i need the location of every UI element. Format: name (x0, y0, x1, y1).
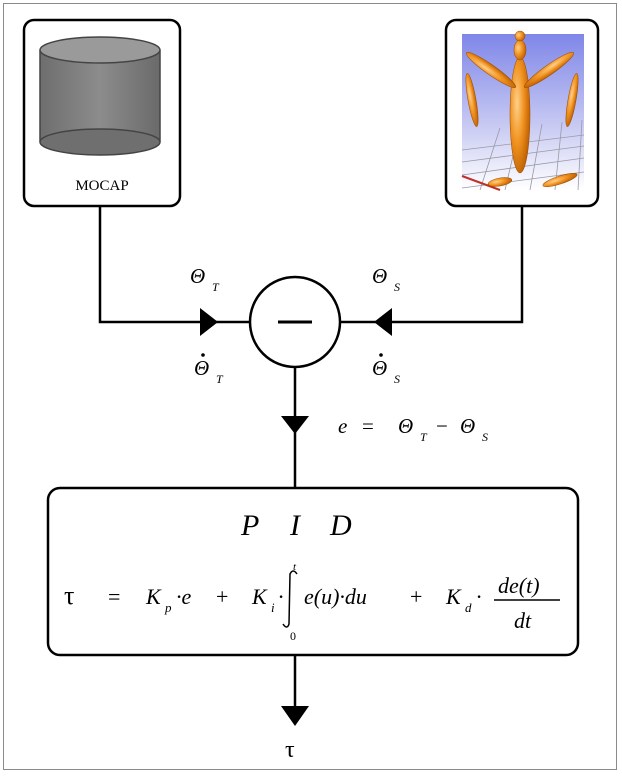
arrow-down-icon (281, 416, 309, 434)
theta-s-labels: Θ S Θ S (372, 264, 400, 386)
pid-frac-den: dt (514, 608, 532, 633)
pid-int-upper: t (293, 561, 297, 573)
theta-t: Θ (190, 264, 205, 288)
theta-t-dot: Θ (194, 356, 209, 380)
arrow-right-icon (200, 308, 218, 336)
mocap-label: MOCAP (75, 178, 128, 194)
pid-kd-sub: d (465, 600, 472, 615)
error-term-2-sub: S (482, 430, 488, 444)
error-term-1: Θ (398, 414, 413, 438)
pid-kd: K (445, 584, 462, 609)
output-tau: τ (285, 737, 295, 763)
pid-eq-sign: = (108, 584, 120, 609)
pid-int-lower: 0 (290, 629, 296, 643)
pid-ki-sub: i (271, 600, 275, 615)
pid-kp-sub: p (164, 600, 172, 615)
pid-plus-1: + (216, 584, 228, 609)
dot-accent-icon (379, 353, 383, 357)
error-eq-sign: = (362, 414, 374, 438)
diagram-frame (3, 3, 617, 770)
pid-title-d: D (329, 509, 352, 542)
pid-title: P I D (240, 509, 352, 542)
error-lhs: e (338, 414, 347, 438)
database-cylinder-icon (39, 36, 161, 156)
pid-frac-num: de(t) (498, 573, 540, 598)
arrow-down-output-icon (281, 706, 309, 726)
theta-t-labels: Θ T Θ T (190, 264, 224, 386)
pid-kp: K (145, 584, 162, 609)
pid-kd-dot: · (476, 584, 482, 609)
theta-t-sub: T (212, 280, 220, 294)
pid-equation: τ = K p ·e + K i · t 0 e(u)·du + K d · d… (64, 561, 560, 643)
pid-block: P I D τ = K p ·e + K i · t 0 e(u)·du + K… (46, 486, 580, 657)
theta-s-dot: Θ (372, 356, 387, 380)
pid-ki-dot: · (278, 584, 284, 609)
error-minus: − (436, 414, 448, 438)
theta-s-sub: S (394, 280, 400, 294)
pid-title-p: P (240, 509, 259, 542)
error-term-1-sub: T (420, 430, 428, 444)
dot-accent-icon (201, 353, 205, 357)
theta-t-dot-sub: T (216, 372, 224, 386)
mocap-block: MOCAP (22, 18, 182, 208)
pid-plus-2: + (410, 584, 422, 609)
pid-integrand: e(u)·du (304, 584, 367, 609)
pid-tau: τ (64, 581, 74, 610)
pid-kp-term: ·e (176, 584, 192, 609)
theta-s: Θ (372, 264, 387, 288)
pid-ki: K (251, 584, 268, 609)
comparator-node (248, 275, 342, 369)
integral-sign-icon (282, 570, 298, 628)
theta-s-dot-sub: S (394, 372, 400, 386)
pid-title-i: I (289, 509, 302, 542)
arrow-left-icon (374, 308, 392, 336)
simulation-block (444, 18, 600, 208)
error-equation: e = Θ T − Θ S (338, 414, 488, 444)
simulated-character-image (461, 30, 585, 191)
error-term-2: Θ (460, 414, 475, 438)
